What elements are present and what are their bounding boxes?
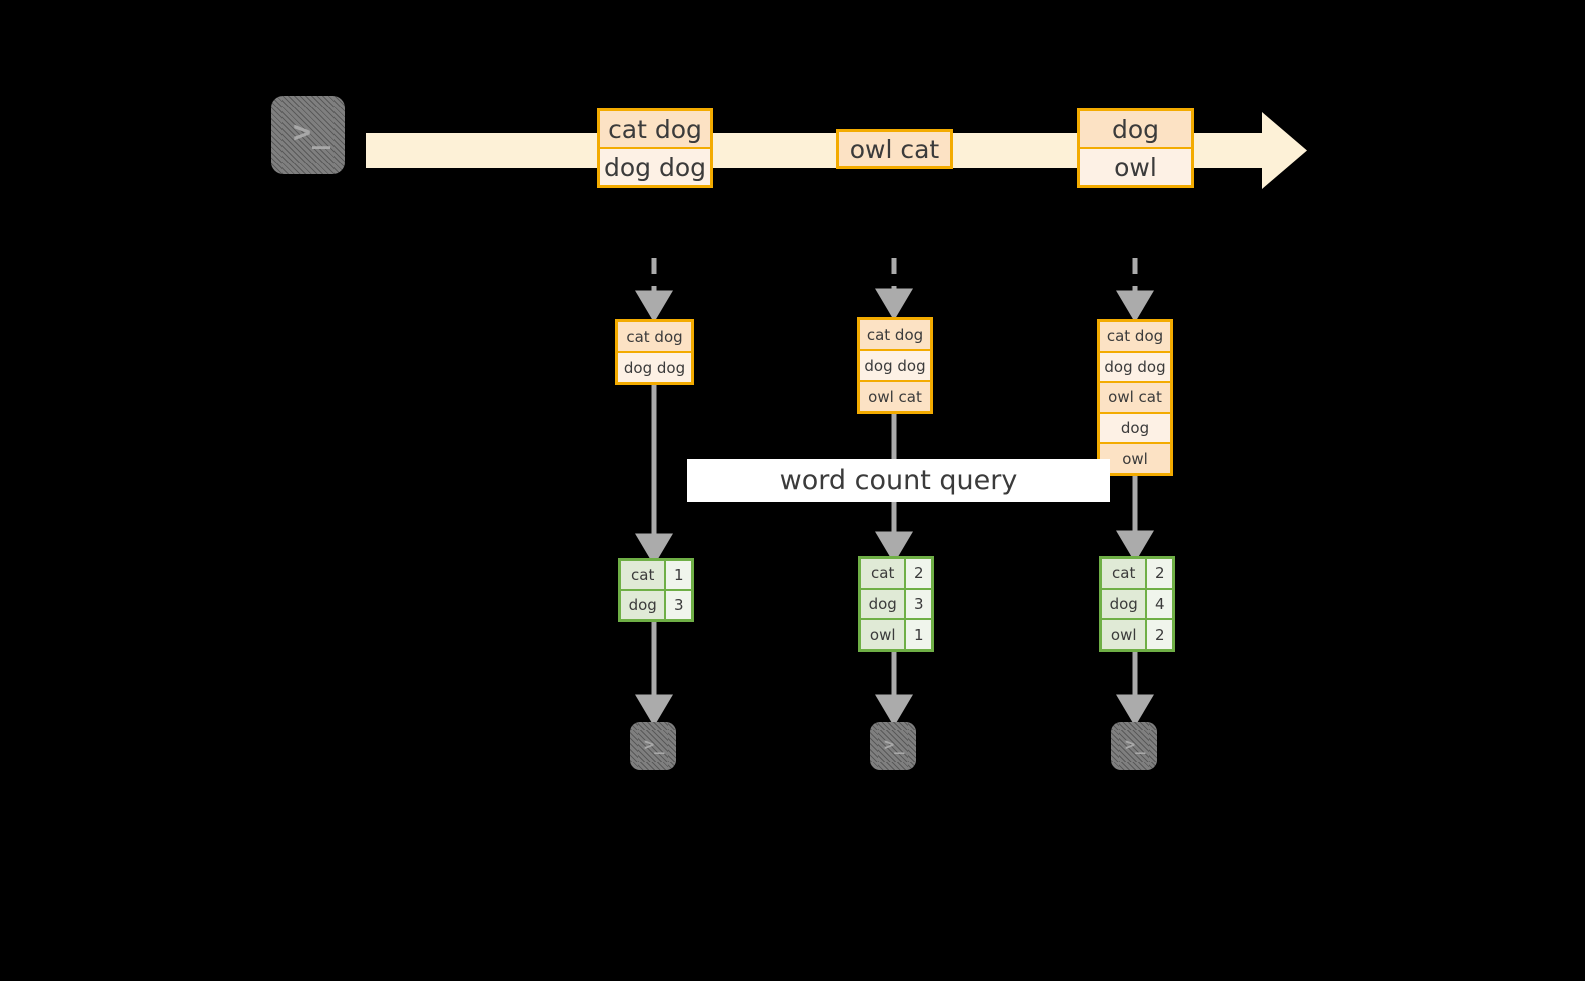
table-row: dog 3 — [621, 589, 691, 619]
accumulated-line: dog dog — [1100, 350, 1170, 382]
input-batch-2: owl cat — [836, 129, 953, 169]
result-count: 1 — [904, 620, 931, 650]
result-word: cat — [861, 559, 905, 588]
trigger-tick-links — [635, 258, 1154, 323]
terminal-prompt-glyph: >_ — [1125, 735, 1146, 755]
result-word: dog — [861, 589, 905, 619]
result-count: 2 — [1145, 559, 1172, 588]
result-count: 2 — [1145, 620, 1172, 650]
input-batch-3: dog owl — [1077, 108, 1194, 188]
result-word: dog — [621, 591, 665, 619]
input-line: cat dog — [600, 111, 710, 147]
sink-terminal-icon-trigger-3: >_ — [1111, 722, 1157, 770]
table-row: owl 2 — [1102, 618, 1172, 650]
result-table-trigger-2: cat 2 dog 3 owl 1 — [858, 556, 934, 652]
accumulated-line: dog dog — [860, 349, 930, 380]
table-row: cat 1 — [621, 561, 691, 589]
result-count: 3 — [664, 591, 691, 619]
input-line: dog — [1080, 111, 1191, 147]
sink-terminal-icon-trigger-1: >_ — [630, 722, 676, 770]
accumulated-input-trigger-1: cat dog dog dog — [615, 319, 694, 385]
result-word: owl — [861, 620, 905, 650]
terminal-prompt-glyph: >_ — [884, 735, 905, 755]
table-row: dog 4 — [1102, 587, 1172, 619]
terminal-prompt-glyph: >_ — [644, 735, 665, 755]
result-count: 2 — [904, 559, 931, 588]
input-line: dog dog — [600, 147, 710, 185]
result-count: 3 — [904, 589, 931, 619]
accumulated-input-trigger-3: cat dog dog dog owl cat dog owl — [1097, 319, 1173, 476]
result-word: owl — [1102, 620, 1146, 650]
result-count: 1 — [664, 561, 691, 589]
result-word: cat — [1102, 559, 1146, 588]
accumulated-line: dog dog — [618, 351, 691, 382]
result-word: cat — [621, 561, 665, 589]
sink-terminal-icon-trigger-2: >_ — [870, 722, 916, 770]
accumulated-line: owl cat — [1100, 381, 1170, 412]
query-label: word count query — [687, 459, 1110, 502]
result-word: dog — [1102, 589, 1146, 619]
accumulated-line: cat dog — [860, 320, 930, 349]
result-table-trigger-1: cat 1 dog 3 — [618, 558, 694, 622]
accumulated-input-trigger-2: cat dog dog dog owl cat — [857, 317, 933, 414]
source-terminal-icon: >_ — [271, 96, 345, 174]
input-line: owl — [1080, 147, 1191, 185]
terminal-prompt-glyph: >_ — [293, 115, 332, 150]
accumulated-line: owl cat — [860, 380, 930, 411]
accumulated-line: dog — [1100, 411, 1170, 443]
accumulated-line: owl — [1100, 442, 1170, 473]
table-row: dog 3 — [861, 587, 931, 619]
table-row: cat 2 — [861, 559, 931, 588]
sink-output-links — [635, 622, 1154, 727]
result-table-trigger-3: cat 2 dog 4 owl 2 — [1099, 556, 1175, 652]
accumulated-line: cat dog — [1100, 322, 1170, 351]
input-batch-1: cat dog dog dog — [597, 108, 713, 188]
input-line: owl cat — [839, 132, 950, 166]
table-row: cat 2 — [1102, 559, 1172, 588]
accumulated-line: cat dog — [618, 322, 691, 351]
result-count: 4 — [1145, 589, 1172, 619]
table-row: owl 1 — [861, 618, 931, 650]
